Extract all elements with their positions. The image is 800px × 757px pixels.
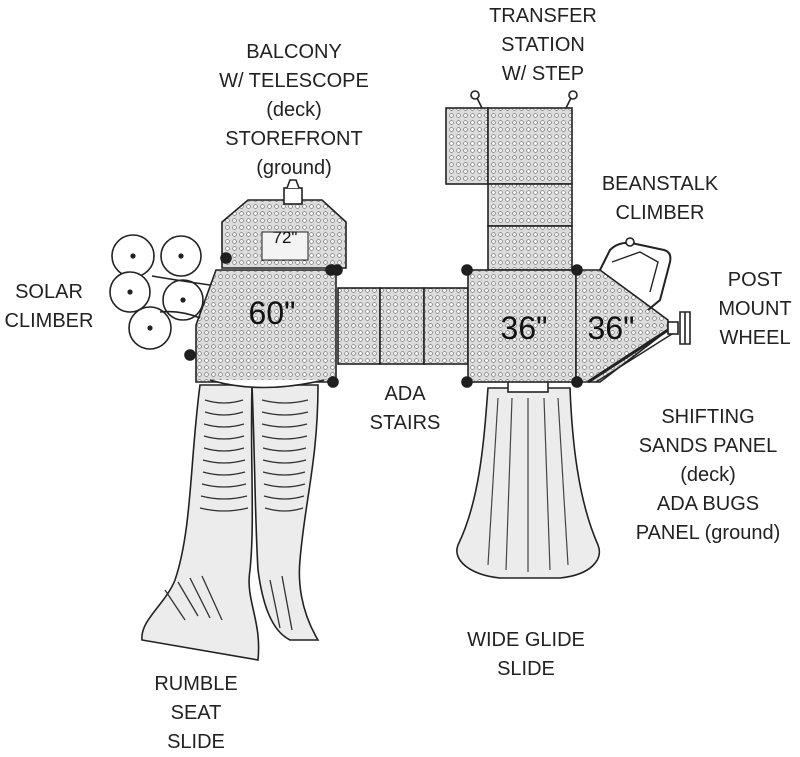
rumble-seat-slide	[141, 384, 320, 661]
balcony-deck	[221, 179, 347, 269]
wide-glide-slide	[456, 377, 601, 579]
transfer-stair-1	[487, 183, 573, 227]
label-balcony: BALCONY W/ TELESCOPE (deck) STOREFRONT (…	[219, 41, 369, 179]
label-post-mount-wheel: POST MOUNT WHEEL	[718, 269, 792, 349]
label-shifting-sands: SHIFTING SANDS PANEL (deck) ADA BUGS PAN…	[635, 406, 781, 544]
label-transfer-station: TRANSFER STATION W/ STEP	[489, 5, 597, 85]
transfer-station	[445, 90, 578, 271]
deck-height-right: 36"	[587, 310, 635, 346]
deck-height-center-right: 36"	[500, 310, 548, 346]
transfer-stair-2	[487, 225, 573, 271]
label-rumble-seat-slide: RUMBLE SEAT SLIDE	[154, 673, 238, 753]
label-ada-stairs: ADA STAIRS	[369, 383, 441, 434]
label-solar-climber: SOLAR CLIMBER	[4, 281, 94, 332]
solar-climber	[109, 234, 211, 350]
post-mount-wheel	[667, 311, 691, 345]
transfer-step	[445, 107, 489, 185]
label-beanstalk-climber: BEANSTALK CLIMBER	[601, 173, 719, 224]
telescope-icon	[283, 187, 303, 205]
main-deck-60	[195, 269, 337, 389]
ada-stairs	[337, 287, 469, 365]
deck-height-main-left: 60"	[248, 295, 296, 331]
transfer-platform	[487, 107, 573, 185]
deck-height-balcony: 72"	[272, 228, 298, 247]
posts	[184, 252, 583, 388]
beanstalk-climber	[599, 237, 672, 311]
label-wide-glide-slide: WIDE GLIDE SLIDE	[467, 629, 585, 680]
